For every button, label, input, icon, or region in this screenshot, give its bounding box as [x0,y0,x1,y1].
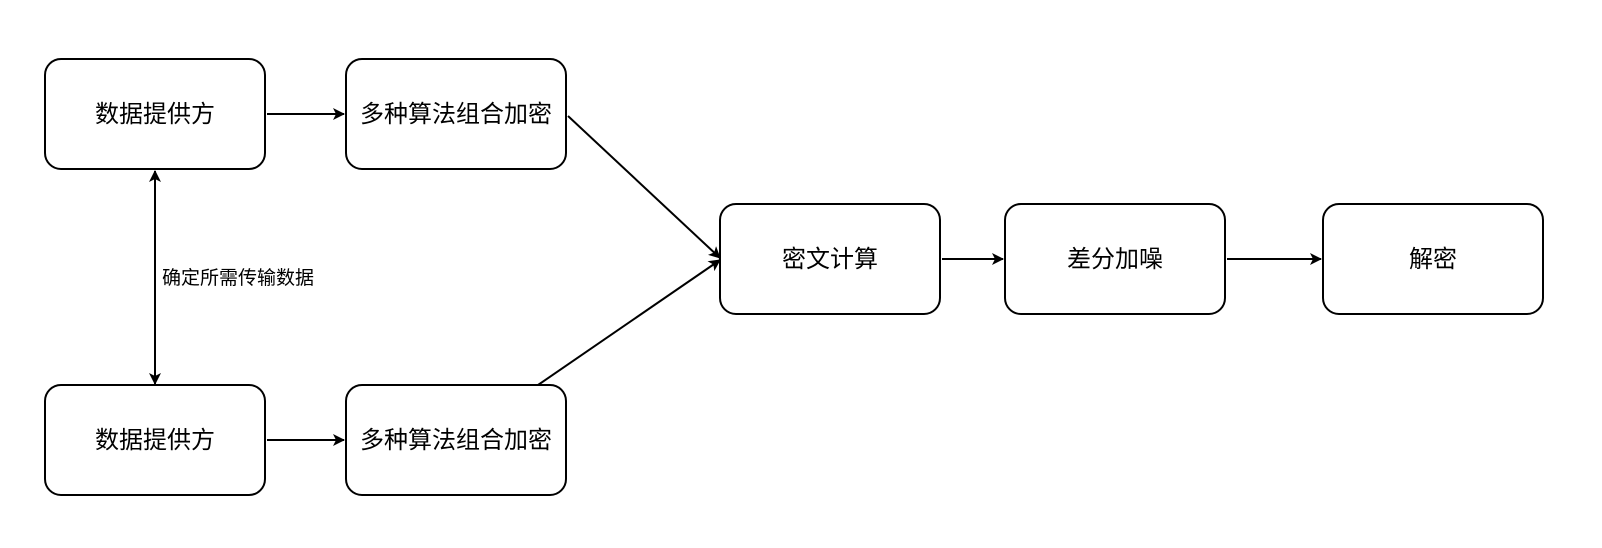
node-cipher-compute-label: 密文计算 [782,245,878,273]
edge-label-providers-link: 确定所需传输数据 [162,267,314,289]
node-provider-bottom: 数据提供方 [44,384,266,496]
node-encrypt-bottom: 多种算法组合加密 [345,384,567,496]
node-encrypt-top: 多种算法组合加密 [345,58,567,170]
node-decrypt: 解密 [1322,203,1544,315]
node-differential-noise-label: 差分加噪 [1067,245,1163,273]
node-cipher-compute: 密文计算 [719,203,941,315]
edge-encrypt-top-to-cipher-compute [567,115,721,259]
node-encrypt-top-label: 多种算法组合加密 [360,100,552,128]
node-encrypt-bottom-label: 多种算法组合加密 [360,426,552,454]
node-provider-top: 数据提供方 [44,58,266,170]
node-provider-bottom-label: 数据提供方 [95,426,215,454]
node-differential-noise: 差分加噪 [1004,203,1226,315]
node-decrypt-label: 解密 [1409,245,1457,273]
edge-encrypt-bottom-to-cipher-compute [537,259,721,386]
node-provider-top-label: 数据提供方 [95,100,215,128]
